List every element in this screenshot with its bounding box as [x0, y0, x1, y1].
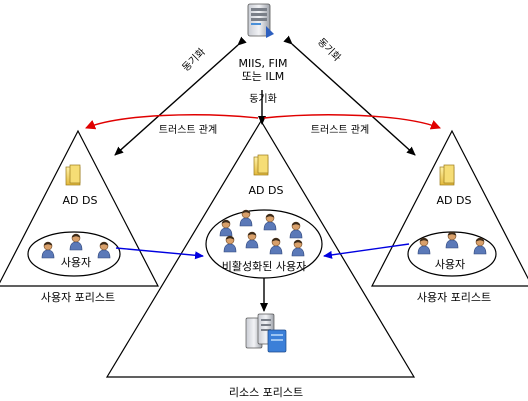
left-ad-label: AD DS — [63, 194, 98, 207]
left-ad-folder-icon — [65, 164, 81, 186]
right-users-label: 사용자 — [435, 258, 465, 271]
user-link-arrow-left — [115, 247, 204, 260]
left-forest-label: 사용자 포리스트 — [41, 291, 115, 304]
server-label-line1: MIIS, FIM — [238, 57, 287, 70]
sync-arrow-left — [114, 36, 247, 156]
sync-arrow-right — [283, 35, 416, 156]
sync-label-left: 동기화 — [180, 46, 208, 74]
trust-arrow-right — [263, 114, 441, 130]
right-ad-folder-icon — [439, 164, 455, 186]
trust-label-right: 트러스트 관계 — [311, 124, 369, 136]
resource-ad-label: AD DS — [249, 184, 284, 197]
server-label-line2: 또는 ILM — [242, 70, 285, 83]
disabled-users-label: 비활성화된 사용자 — [222, 259, 306, 273]
resource-forest-label: 리소스 포리스트 — [229, 386, 303, 399]
trust-label-left: 트러스트 관계 — [159, 124, 217, 136]
sync-label-right: 동기화 — [315, 36, 343, 64]
right-ad-label: AD DS — [437, 194, 472, 207]
right-forest-label: 사용자 포리스트 — [417, 291, 491, 304]
resource-servers-icon — [245, 313, 287, 353]
server-icon — [247, 3, 274, 38]
left-users-label: 사용자 — [61, 256, 91, 269]
sync-label-center: 동기화 — [249, 93, 277, 105]
resource-ad-folder-icon — [253, 154, 269, 176]
user-link-arrow-right — [323, 243, 410, 259]
trust-arrow-left — [85, 114, 259, 130]
